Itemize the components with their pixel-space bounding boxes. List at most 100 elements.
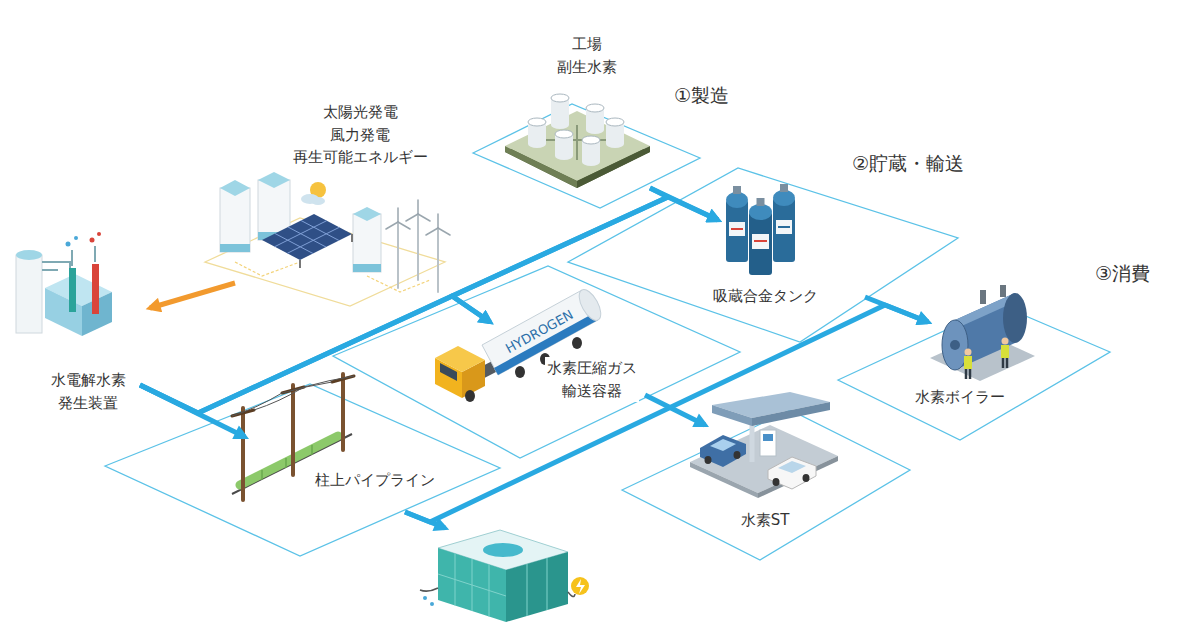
boiler-icon [1002, 358, 1005, 368]
station-icon [752, 402, 830, 426]
node-label: 水電解水素 発生装置 [49, 369, 128, 414]
station-icon [710, 439, 736, 451]
tank-icon [726, 200, 748, 262]
station-icon [690, 392, 838, 498]
boiler-icon [965, 349, 972, 356]
renewable-icon [262, 214, 352, 260]
fuel-cell-icon [438, 548, 506, 622]
boiler-icon [1003, 293, 1027, 343]
electrolyzer-icon [45, 288, 82, 336]
node-label: 水素ST [739, 509, 792, 532]
electrolyzer-icon [97, 232, 101, 236]
boiler-icon [1002, 338, 1009, 345]
truck-icon [465, 390, 475, 402]
electrolyzer-icon [74, 236, 78, 240]
boiler-icon [969, 369, 972, 379]
renewable-icon [258, 172, 290, 188]
boiler-icon [950, 340, 960, 350]
station-icon [773, 478, 780, 486]
pipeline-icon [311, 445, 313, 455]
factory-icon [551, 121, 569, 129]
factory-icon [555, 152, 573, 160]
area-outline [622, 410, 910, 560]
node-label: 水素圧縮ガス 輸送容器 [545, 357, 639, 402]
boiler-icon [1000, 285, 1006, 297]
factory-icon [606, 118, 624, 126]
area-outline [473, 104, 700, 208]
renewable-icon [220, 188, 250, 252]
area-outline [564, 164, 962, 346]
renewable-icon [220, 180, 250, 196]
station-area: 水素ST [618, 406, 914, 564]
pipeline-icon [261, 470, 263, 480]
area-outline [205, 218, 445, 306]
electrolyzer-icon [16, 255, 42, 333]
tank-icon [733, 186, 741, 194]
fuel-cell-icon [423, 596, 427, 600]
fuel-cell-icon [576, 579, 585, 594]
transport-area: 水素圧縮ガス 輸送容器 [329, 262, 744, 462]
factory-icon [606, 140, 624, 148]
boiler-icon [980, 290, 986, 304]
factory-icon [582, 158, 600, 166]
tank-icon [749, 204, 772, 220]
electrolyzer-icon [42, 262, 70, 276]
stage-heading: ③消費 [1093, 262, 1152, 285]
factory-icon [551, 94, 569, 102]
node-label: 柱上パイプライン [313, 469, 437, 492]
fuel-cell-icon [547, 558, 548, 610]
area-outline [834, 301, 1114, 444]
tank-icon [778, 226, 790, 228]
pipeline-icon [291, 385, 295, 475]
fuel-cell-icon [420, 530, 589, 622]
fuel-cell-icon [527, 564, 528, 616]
station-icon [750, 424, 755, 462]
truck-icon [575, 286, 605, 324]
station-icon [700, 435, 746, 467]
fuel-cell-icon [483, 543, 523, 557]
flow-arrow [405, 305, 928, 522]
factory-icon [586, 126, 604, 134]
renewable-icon [220, 172, 450, 292]
station-icon [758, 456, 838, 498]
renewable-icon [275, 221, 340, 254]
renewable-icon [351, 234, 353, 242]
pipeline-icon [262, 445, 312, 480]
station-icon [734, 451, 741, 459]
pipeline-icon [241, 408, 245, 500]
renewable-icon [353, 264, 381, 272]
fuel-cell-icon [568, 592, 575, 597]
area-outline [838, 305, 1110, 440]
renewable-icon [397, 222, 399, 288]
renewable-icon [418, 214, 430, 221]
renewable-icon [417, 200, 419, 214]
tank-icon [757, 198, 765, 206]
renewable-icon [386, 200, 450, 235]
storage-area: 吸蔵合金タンク [564, 164, 962, 346]
renewable-icon [353, 214, 381, 272]
truck-icon [440, 363, 457, 381]
fuel-cell-icon [506, 552, 568, 622]
factory-icon [528, 140, 546, 148]
stage-heading: ①製造 [672, 84, 731, 107]
flow-arrow [140, 296, 490, 413]
factory-icon [505, 111, 650, 181]
fuel-cell-icon [438, 554, 547, 617]
tank-icon [726, 192, 748, 208]
fuel-cell-icon [438, 574, 506, 596]
node-label: 工場 副生水素 [555, 33, 619, 78]
flow-arrow [150, 283, 235, 308]
renewable-icon [287, 227, 339, 253]
electrolyzer-icon [66, 242, 71, 247]
station-icon [705, 456, 712, 464]
tank-icon [754, 240, 767, 242]
truck-icon [572, 337, 582, 349]
boiler-icon [1006, 358, 1009, 368]
tank-icon [749, 212, 772, 275]
renewable-icon [275, 221, 327, 247]
electrolyzer-icon [16, 232, 112, 336]
area-outline [329, 262, 744, 462]
fuel-cell-icon [430, 602, 434, 606]
